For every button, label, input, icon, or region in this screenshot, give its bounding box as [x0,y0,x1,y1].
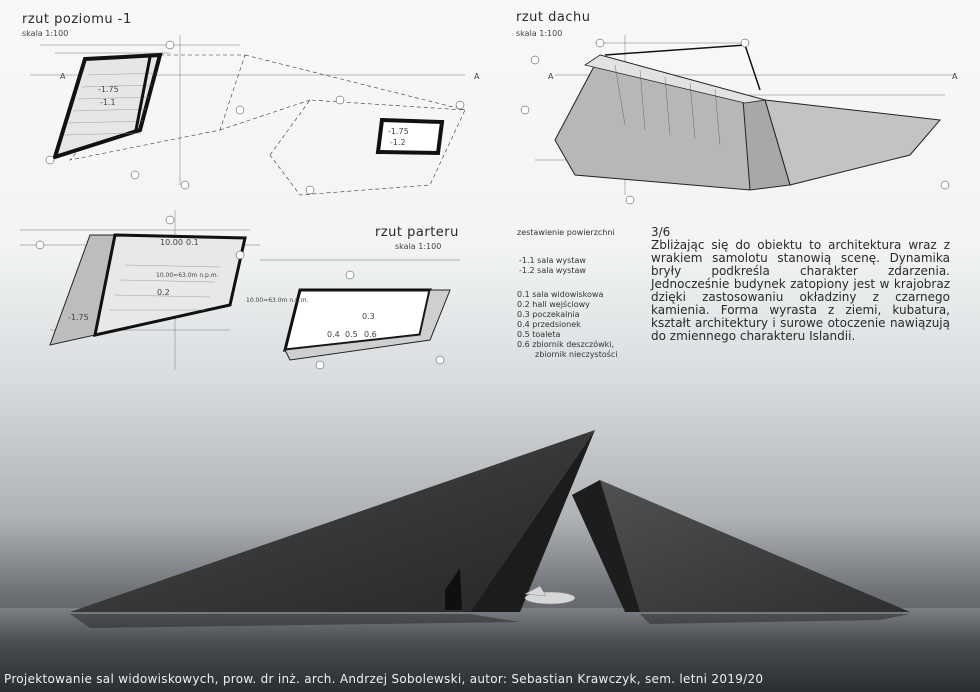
room-label: 0.2 [157,288,170,297]
room-elevation: -1.75 [388,127,409,136]
legend-item: 0.5 toaleta [517,330,561,339]
legend-item: 0.4 przedsionek [517,320,581,329]
room-label: 0.6 [364,330,377,339]
legend-item: 0.3 poczekalnia [517,310,580,319]
basement-plan-drawing [30,35,466,196]
level-mark: 10.00=63.0m n.p.m. [246,297,309,304]
legend-item: 0.2 hall wejściowy [517,300,590,309]
roof-label-a: A [548,72,554,81]
room-label: 0.5 [345,330,358,339]
room-elevation: -1.75 [68,313,89,322]
room-elevation: -1.75 [98,85,119,94]
legend-heading: zestawienie powierzchni [517,228,615,237]
legend-item: -1.2 sala wystaw [519,266,586,275]
footer-credits: Projektowanie sal widowiskowych, prow. d… [4,672,764,686]
legend-item: 0.6 zbiornik deszczówki, [517,340,615,349]
basement-plan-title: rzut poziomu -1 [22,12,132,27]
page-number: 3/6 [651,225,671,239]
area-summary: zestawienie powierzchni -1.1 sala wystaw… [517,228,618,360]
legend-item: -1.1 sala wystaw [519,256,586,265]
level-mark: 10.00=63.0m n.p.m. [156,272,219,279]
room-elevation: 10.00 [160,238,183,247]
room-label: -1.1 [100,98,116,107]
legend-item: zbiornik nieczystości [535,350,618,359]
room-label: 0.4 [327,330,340,339]
basement-label-a-right: A [474,72,480,81]
ground-plan-drawing [20,210,460,370]
project-description: 3/6 Zbliżając się do obiektu to architek… [651,226,950,343]
roof-plan-scale: skala 1:100 [516,29,563,38]
roof-label-a-right: A [952,72,958,81]
legend-item: 0.1 sala widowiskowa [517,290,604,299]
room-label: 0.1 [186,238,199,247]
room-label: 0.3 [362,312,375,321]
roof-plan-drawing [520,35,955,205]
description-text: Zbliżając się do obiektu to architektura… [651,238,950,343]
room-label: -1.2 [390,138,406,147]
roof-plan-title: rzut dachu [516,10,591,25]
basement-plan-scale: skala 1:100 [22,29,69,38]
building-render [0,430,980,692]
ground-plan-title: rzut parteru [375,225,459,240]
basement-label-a: A [60,72,66,81]
ground-plan-scale: skala 1:100 [395,242,442,251]
